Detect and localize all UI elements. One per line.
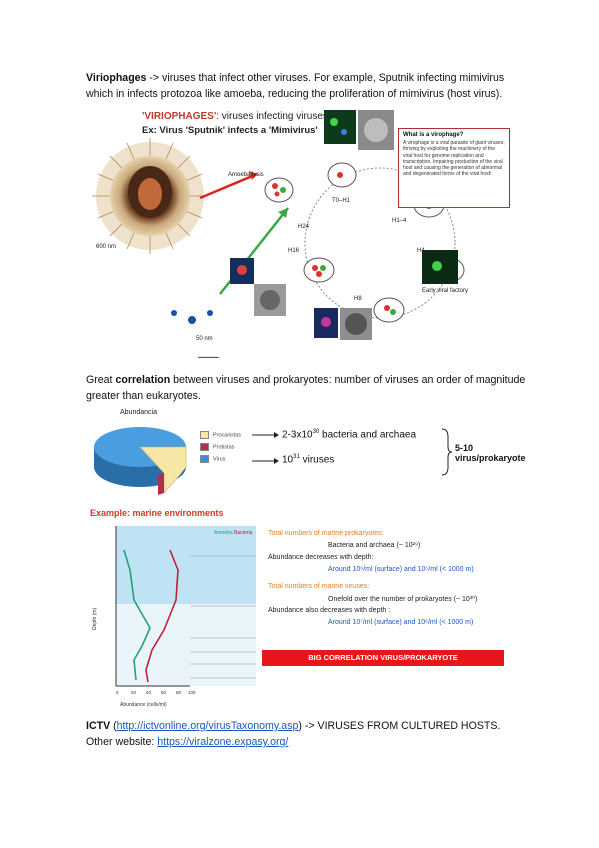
svg-text:100: 100 xyxy=(188,690,196,695)
prokaryotes-heading: Total numbers of marine prokaryotes: xyxy=(268,530,384,537)
lifecycle-illustration: 600 nm 50 nm xyxy=(92,110,465,358)
viruses-depth: Abundance also decreases with depth : xyxy=(268,607,391,614)
figure1-title: 'VIRIOPHAGES': viruses infecting viruses xyxy=(142,111,328,122)
correlation-banner: BIG CORRELATION VIRUS/PROKARYOTE xyxy=(262,650,504,666)
stage-label: H16 xyxy=(288,248,300,254)
viriophages-paragraph: Viriophages -> viruses that infect other… xyxy=(86,70,526,102)
ictv-paragraph: ICTV (http://ictvonline.org/virusTaxonom… xyxy=(86,720,501,748)
viruses-total: Onefold over the number of prokaryotes (… xyxy=(328,596,478,603)
info-box-title: What is a virophage? xyxy=(403,132,464,138)
legend-swatch xyxy=(200,455,209,463)
legend-item: Procariotas xyxy=(200,431,241,439)
ictv-link[interactable]: http://ictvonline.org/virusTaxonomy.asp xyxy=(116,720,299,732)
amoeba-line xyxy=(123,549,151,681)
viriophages-term: Viriophages xyxy=(86,72,147,84)
legend-swatch xyxy=(200,431,209,439)
svg-text:40: 40 xyxy=(146,690,152,695)
bacteria-count: 2-3x1030 bacteria and archaea xyxy=(282,429,416,441)
scale-50nm: 50 nm xyxy=(196,336,213,342)
depth-profile-chart: Depth (m) Abundance (cells/ml) 0 20 40 6… xyxy=(92,526,256,708)
virophage-info-box: What is a virophage? A virophage is a vi… xyxy=(398,128,510,208)
stage-label: H8 xyxy=(354,296,362,302)
legend-item: Virus xyxy=(200,455,225,463)
svg-text:80: 80 xyxy=(176,690,182,695)
correlation-term: correlation xyxy=(115,374,171,386)
svg-text:0: 0 xyxy=(116,690,119,695)
figure1-subtitle: Ex: Virus 'Sputnik' infects a 'Mimivirus… xyxy=(142,125,318,136)
info-box-text: A virophage is a viral parasite of giant… xyxy=(403,140,505,178)
virophage-figure: 'VIRIOPHAGES': viruses infecting viruses… xyxy=(92,108,512,358)
legend-swatch xyxy=(200,443,209,451)
viriophages-text: -> viruses that infect other viruses. Fo… xyxy=(86,72,505,100)
ictv-term: ICTV xyxy=(86,720,111,732)
virus-count: 1031 viruses xyxy=(282,454,335,466)
viruses-heading: Total numbers of marine viruses: xyxy=(268,583,370,590)
abundance-figure: Abundancia Procariotas Protistas Virus 2… xyxy=(90,405,526,505)
marine-title: Example: marine environments xyxy=(90,508,224,518)
early-factory-label: Early viral factory xyxy=(422,288,469,294)
prokaryotes-total: Bacteria and archaea (~ 10²⁹) xyxy=(328,542,421,549)
prokaryotes-depth: Abundance decreases with depth: xyxy=(268,554,374,561)
stage-label: H4 xyxy=(417,248,425,254)
prokaryotes-range: Around 10⁶/ml (surface) and 10⁵/ml (< 10… xyxy=(328,566,474,573)
viralzone-link[interactable]: https://viralzone.expasy.org/ xyxy=(157,736,289,748)
stage-label: H24 xyxy=(298,224,310,230)
stage-label: T0–H1 xyxy=(332,198,351,204)
sputnik-image xyxy=(171,310,220,358)
amoeba-lysis-label: Amoeba lysis xyxy=(228,172,264,178)
brace-icon xyxy=(441,428,453,476)
svg-text:Amoeba: Amoeba xyxy=(214,530,233,536)
viruses-range: Around 10⁷/ml (surface) and 10⁶/ml (< 10… xyxy=(328,619,474,626)
svg-text:60: 60 xyxy=(161,690,167,695)
bacteria-line xyxy=(145,549,179,683)
stage-label: H1–4 xyxy=(392,218,407,224)
virus-prokaryote-ratio: 5-10 virus/prokaryote xyxy=(455,443,526,463)
svg-text:Abundance (cells/ml): Abundance (cells/ml) xyxy=(120,702,167,708)
fluorescence-micrograph-1 xyxy=(324,110,356,144)
svg-text:Depth (m): Depth (m) xyxy=(92,607,98,630)
red-arrow-icon xyxy=(199,172,258,200)
correlation-paragraph: Great correlation between viruses and pr… xyxy=(86,374,526,402)
pie-label: Abundancia xyxy=(120,409,157,416)
marine-figure: Example: marine environments Depth (m) A… xyxy=(90,508,520,708)
mimivirus-image xyxy=(92,138,208,254)
legend-item: Protistas xyxy=(200,443,234,451)
abundance-pie xyxy=(94,427,187,495)
svg-text:Bacteria: Bacteria xyxy=(234,530,253,536)
svg-text:20: 20 xyxy=(131,690,137,695)
scale-600nm: 600 nm xyxy=(96,244,116,250)
